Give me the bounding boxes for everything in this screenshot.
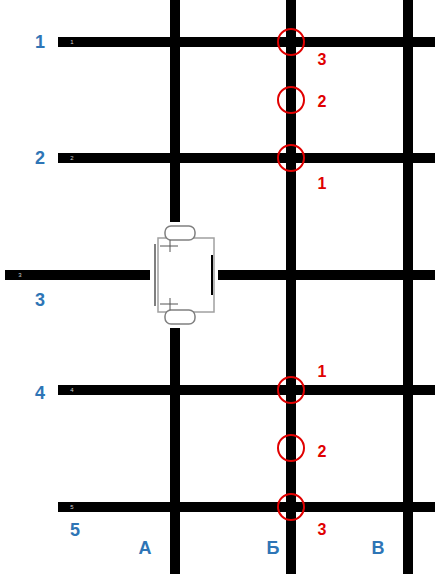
target-circle bbox=[278, 435, 304, 461]
line-tag: 2 bbox=[70, 155, 73, 161]
target-circle bbox=[278, 87, 304, 113]
callout-number: 3 bbox=[318, 522, 327, 538]
callout-number: 2 bbox=[318, 444, 327, 460]
callout-number: 2 bbox=[318, 94, 327, 110]
robot-wheel bbox=[165, 226, 195, 240]
target-circle bbox=[278, 377, 304, 403]
grid-lines bbox=[5, 0, 435, 574]
target-circles bbox=[278, 29, 304, 520]
target-circle bbox=[278, 29, 304, 55]
robot-clearance bbox=[150, 222, 218, 328]
row-line bbox=[58, 385, 435, 395]
line-tag: 1 bbox=[70, 39, 73, 45]
row-line bbox=[58, 153, 435, 163]
robot-wheel bbox=[165, 310, 195, 324]
robot-frame bbox=[154, 244, 156, 306]
line-tag: 5 bbox=[70, 504, 73, 510]
column-line bbox=[403, 0, 413, 574]
callout-number: 1 bbox=[318, 364, 327, 380]
robot bbox=[150, 222, 218, 328]
robot-front bbox=[211, 255, 213, 295]
line-tag: 4 bbox=[70, 387, 73, 393]
row-line bbox=[5, 270, 435, 280]
robot-axle bbox=[160, 246, 178, 247]
column-letter: А bbox=[139, 539, 152, 557]
row-number: 4 bbox=[35, 384, 45, 402]
robot-axle bbox=[160, 304, 178, 305]
target-circle bbox=[278, 145, 304, 171]
row-number: 3 bbox=[35, 291, 45, 309]
robot-body bbox=[158, 238, 214, 312]
column-letter: Б bbox=[267, 539, 280, 557]
target-circle bbox=[278, 494, 304, 520]
robot-axle bbox=[170, 240, 171, 252]
callout-number: 3 bbox=[318, 52, 327, 68]
row-line bbox=[58, 502, 435, 512]
robot-axle bbox=[170, 298, 171, 310]
callout-number: 1 bbox=[318, 176, 327, 192]
row-number: 1 bbox=[35, 33, 45, 51]
row-line bbox=[58, 37, 435, 47]
row-number: 2 bbox=[35, 149, 45, 167]
column-letter: В bbox=[372, 539, 385, 557]
row-number: 5 bbox=[70, 521, 80, 539]
line-tag: 3 bbox=[18, 272, 21, 278]
